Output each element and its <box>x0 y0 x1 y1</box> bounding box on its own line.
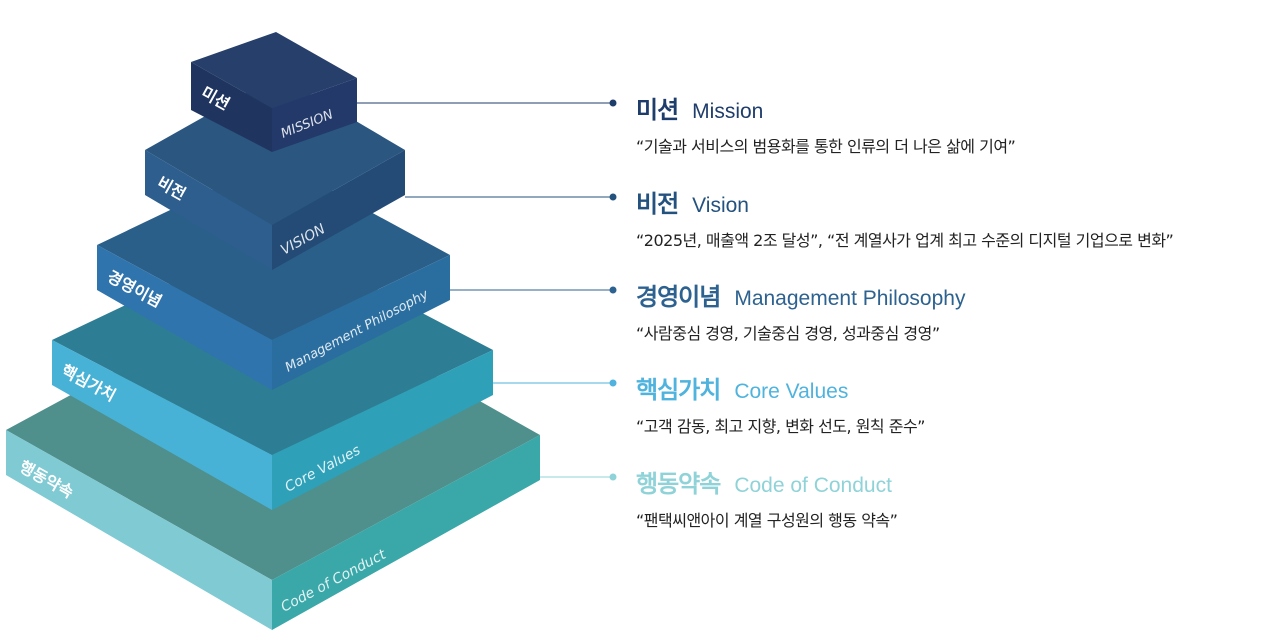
item-title-en: Vision <box>692 194 749 217</box>
item-core-values: 핵심가치 Core Values “고객 감동, 최고 지향, 변화 선도, 원칙… <box>636 370 925 437</box>
item-code-of-conduct: 행동약속 Code of Conduct “팬택씨앤아이 계열 구성원의 행동 약… <box>636 464 898 531</box>
item-title-ko: 미션 <box>636 96 679 124</box>
item-title-ko: 경영이념 <box>636 283 721 311</box>
item-title-ko: 비전 <box>636 190 679 218</box>
connector-lines <box>345 99 617 481</box>
item-mission: 미션 Mission “기술과 서비스의 범용화를 통한 인류의 더 나은 삶에 … <box>636 90 1016 157</box>
item-management-philosophy: 경영이념 Management Philosophy “사람중심 경영, 기술중심… <box>636 277 965 344</box>
item-description: “팬택씨앤아이 계열 구성원의 행동 약속” <box>636 511 898 530</box>
item-title-en: Core Values <box>734 380 849 403</box>
item-description: “2025년, 매출액 2조 달성”, “전 계열사가 업계 최고 수준의 디지… <box>636 231 1174 250</box>
item-description: “고객 감동, 최고 지향, 변화 선도, 원칙 준수” <box>636 417 925 436</box>
item-title-ko: 핵심가치 <box>636 376 721 404</box>
item-title-en: Code of Conduct <box>734 474 892 497</box>
item-description: “사람중심 경영, 기술중심 경영, 성과중심 경영” <box>636 324 940 343</box>
item-title-ko: 행동약속 <box>636 470 721 498</box>
item-title-en: Mission <box>692 100 764 123</box>
item-description: “기술과 서비스의 범용화를 통한 인류의 더 나은 삶에 기여” <box>636 137 1016 156</box>
item-vision: 비전 Vision “2025년, 매출액 2조 달성”, “전 계열사가 업계 … <box>636 184 1174 251</box>
pyramid-diagram: 행동약속 Code of Conduct 핵심가치 Core Values 경영… <box>6 32 617 630</box>
item-title-en: Management Philosophy <box>734 287 966 310</box>
